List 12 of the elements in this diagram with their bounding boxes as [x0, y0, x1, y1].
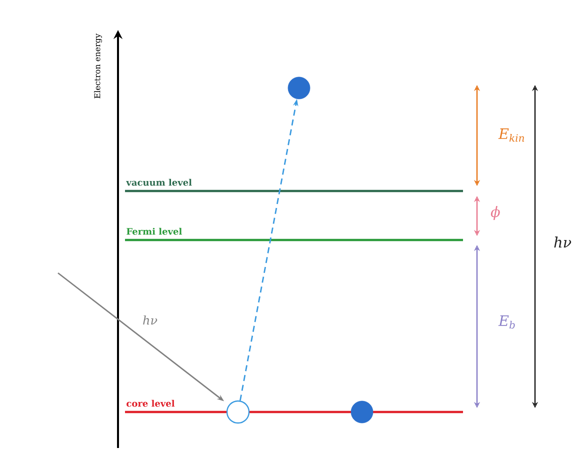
hole — [226, 400, 250, 424]
energy-label: ϕ — [490, 206, 500, 220]
energy-label: E$_{kin}$ — [498, 128, 524, 142]
level-label: vacuum level — [126, 178, 192, 186]
energy-label: hν — [554, 236, 572, 248]
edge-label: hν — [142, 314, 159, 326]
electron — [350, 400, 374, 424]
electron — [288, 76, 310, 100]
level-label: core level — [126, 400, 175, 407]
level-label: Fermi level — [126, 228, 182, 235]
energy-label: E$_{b}$ — [498, 315, 515, 329]
axis-label: Electron energy — [94, 34, 102, 98]
